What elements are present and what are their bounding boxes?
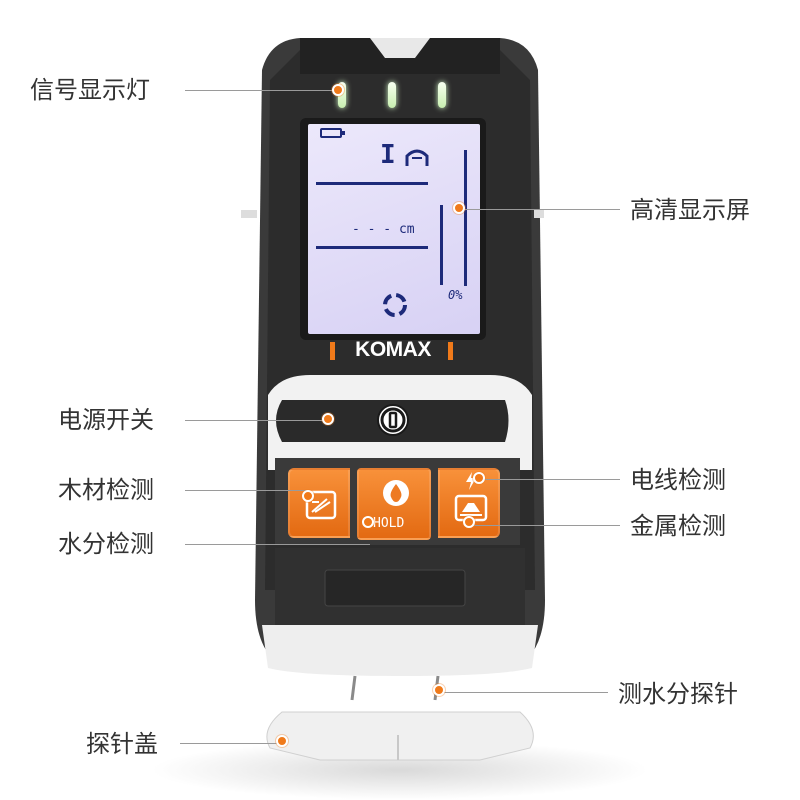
battery-icon [320, 128, 345, 138]
lcd-signal-bar [464, 150, 467, 286]
callout-signal-lights: 信号显示灯 [30, 76, 150, 104]
brand-bar-left [330, 342, 335, 360]
signal-led-middle [388, 82, 396, 108]
leader-wire-detect [480, 479, 620, 480]
leader-moisture-detect [185, 544, 370, 545]
leader-metal-detect [470, 525, 620, 526]
dot-metal-detect [463, 516, 475, 528]
lcd-target-icon [383, 293, 407, 317]
brand-logo: KOMAX [355, 338, 431, 361]
lightning-icon [466, 472, 476, 490]
callout-power-switch: 电源开关 [58, 406, 154, 434]
dot-power-switch [322, 413, 334, 425]
leader-hd-display [460, 209, 620, 210]
callout-wire-detect: 电线检测 [630, 466, 726, 494]
leader-probe-cover [180, 743, 280, 744]
hold-label: HOLD [373, 516, 405, 531]
dot-wire-detect [473, 472, 485, 484]
dot-moisture-probe [433, 684, 445, 696]
wood-detect-button[interactable] [288, 468, 350, 538]
lcd-percent-readout: 0% [448, 288, 463, 302]
dot-probe-cover [276, 735, 288, 747]
lcd-upper-rule [316, 182, 428, 185]
signal-led-right [438, 82, 446, 108]
lcd-screen [308, 124, 480, 334]
dot-wood-detect [302, 490, 314, 502]
dot-moisture-detect [362, 516, 374, 528]
power-button[interactable] [375, 402, 411, 438]
dot-signal-lights [332, 84, 344, 96]
leader-power-switch [185, 420, 330, 421]
callout-moisture-detect: 水分检测 [58, 530, 154, 558]
dot-hd-display [453, 202, 465, 214]
signal-led-left [338, 82, 346, 108]
callout-metal-detect: 金属检测 [630, 512, 726, 540]
brand-bar-right [448, 342, 453, 360]
leader-signal-lights [185, 90, 335, 91]
leader-wood-detect [185, 490, 310, 491]
callout-moisture-probe: 测水分探针 [618, 680, 738, 708]
moisture-hold-button[interactable]: HOLD [357, 468, 431, 540]
lcd-signal-bar-secondary [440, 205, 443, 285]
water-drop-icon [383, 480, 409, 506]
callout-wood-detect: 木材检测 [58, 476, 154, 504]
callout-probe-cover: 探针盖 [86, 730, 158, 758]
lcd-metal-mode-icon [405, 149, 429, 166]
lcd-depth-readout: - - - cm [352, 222, 415, 237]
callout-hd-display: 高清显示屏 [630, 196, 750, 224]
leader-moisture-probe [440, 692, 608, 693]
lcd-lower-rule [316, 246, 428, 249]
wood-icon [305, 490, 337, 520]
lcd-mode-symbol: I [380, 140, 396, 170]
